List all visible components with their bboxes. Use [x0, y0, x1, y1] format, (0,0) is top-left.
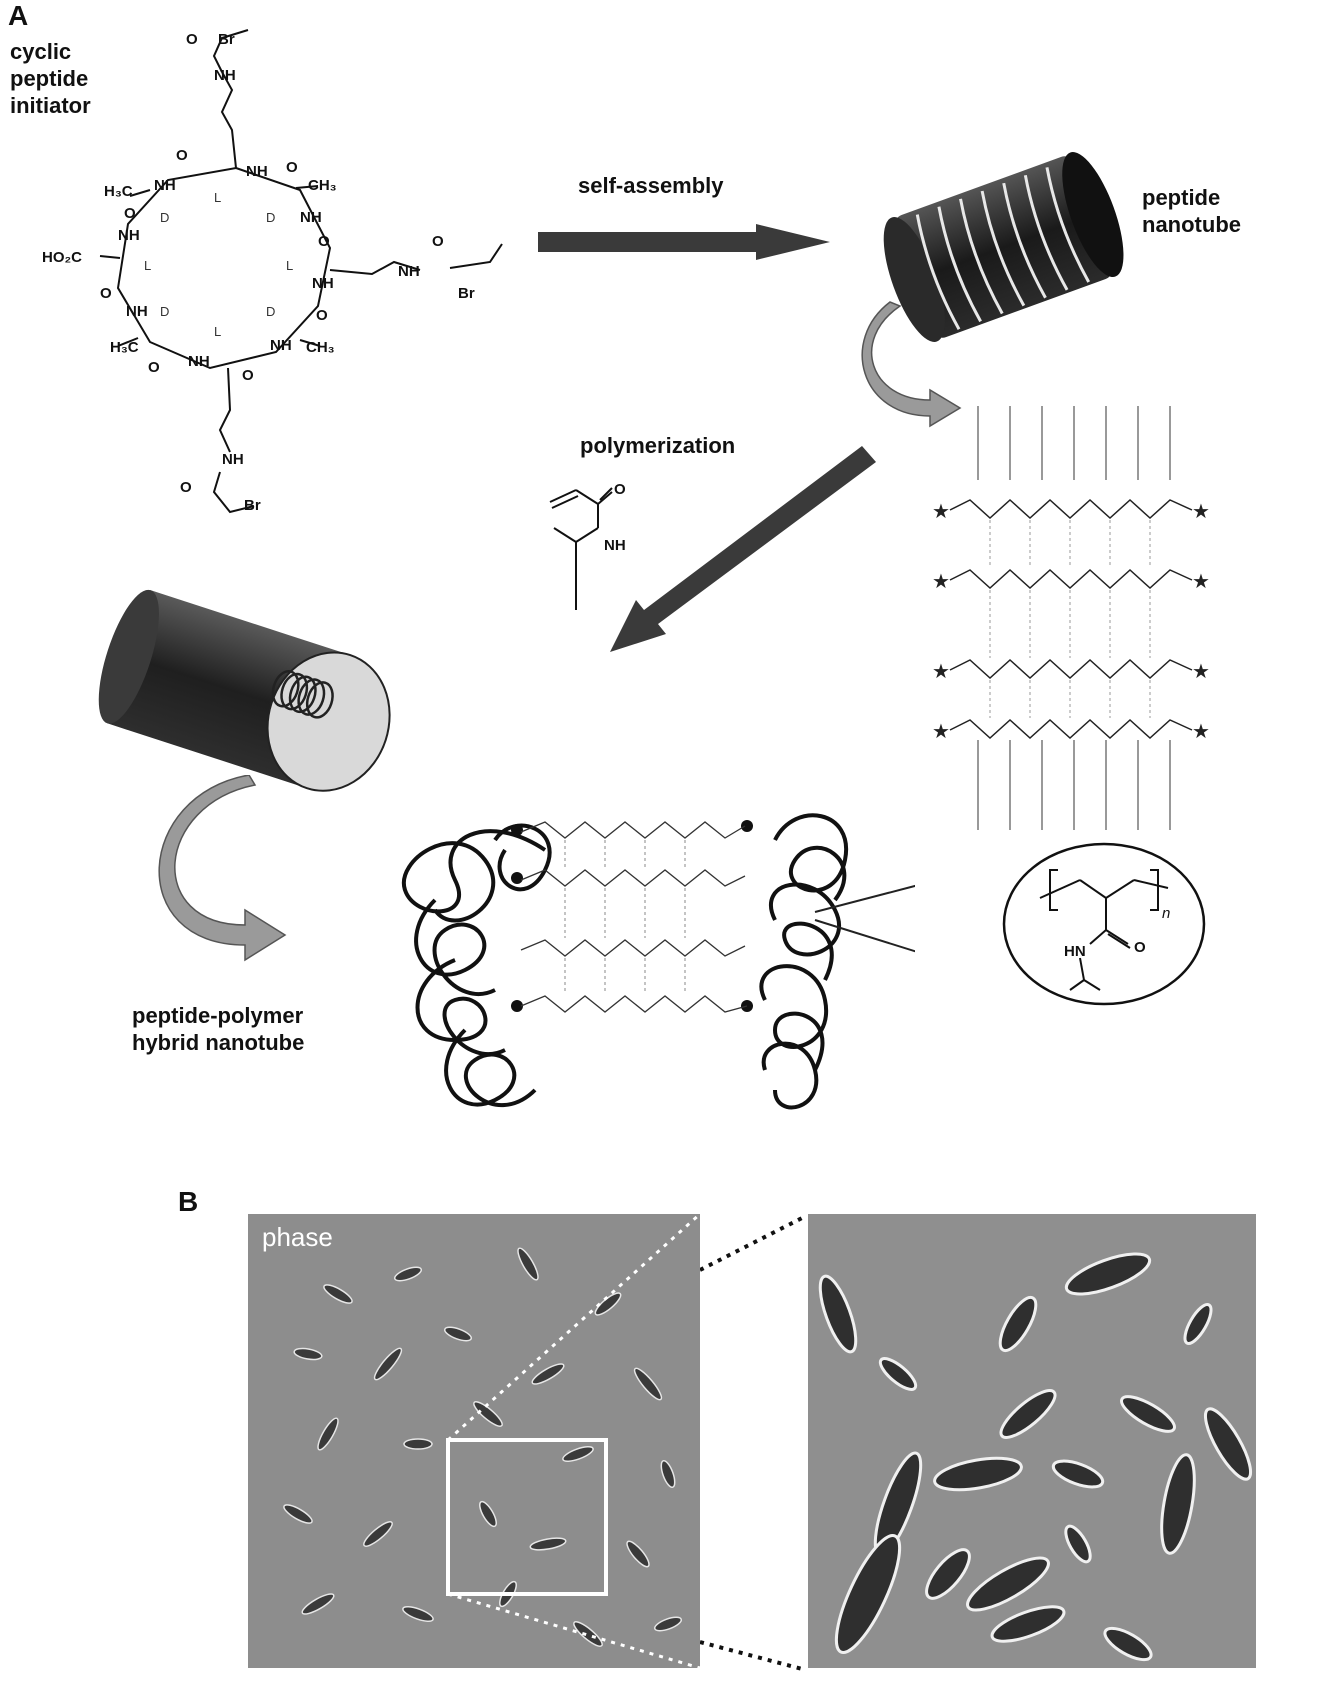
initiator-label-line-2: peptide [10, 66, 89, 91]
monomer-nh: NH [604, 537, 626, 554]
hybrid-label-line-2: hybrid nanotube [132, 1030, 305, 1055]
afm-large-texture [248, 1214, 700, 1668]
chem-o-bottom: O [180, 479, 192, 496]
panel-b-letter: B [178, 1186, 199, 1217]
stereo-label: L [144, 258, 151, 273]
chem-o-ring-8: O [242, 367, 254, 384]
stereo-label: L [286, 258, 293, 273]
chem-nh-right: NH [398, 263, 420, 280]
inset-n-subscript: n [1162, 905, 1170, 922]
stereo-label: D [160, 210, 169, 225]
chem-ch3-1: CH₃ [308, 177, 337, 194]
chem-br-bottom: Br [244, 497, 261, 514]
pnipam-repeat-unit-inset: O HN n [1002, 842, 1206, 1006]
nanotube-label-line-2: nanotube [1142, 212, 1241, 237]
afm-phase-label: phase [262, 1222, 333, 1252]
afm-phase-image-zoom [808, 1214, 1256, 1668]
chem-o-ring-6: O [316, 307, 328, 324]
chem-nh-ring-6: NH [126, 303, 148, 320]
chem-o-ring-1: O [176, 147, 188, 164]
svg-text:★: ★ [932, 501, 950, 523]
hybrid-label-line-1: peptide-polymer [132, 1003, 304, 1028]
chem-ho2c: HO₂C [42, 249, 82, 266]
chem-nh-ring-5: NH [312, 275, 334, 292]
nanotube-label-line-1: peptide [1142, 185, 1221, 210]
chem-o-ring-7: O [148, 359, 160, 376]
stereo-label: L [214, 190, 221, 205]
polymerization-label: polymerization [580, 433, 736, 458]
zoom-connector-lines [700, 1214, 807, 1672]
svg-text:★: ★ [932, 571, 950, 593]
chem-nh-ring-7: NH [270, 337, 292, 354]
inset-hn: HN [1064, 943, 1086, 960]
zoom-region-box [446, 1438, 608, 1596]
initiator-label-line-3: initiator [10, 93, 91, 118]
self-assembly-arrow [538, 224, 830, 260]
inset-o: O [1134, 939, 1146, 956]
chem-o-ring-5: O [100, 285, 112, 302]
hybrid-nanotube-icon [98, 589, 391, 792]
chem-o-ring-3: O [124, 205, 136, 222]
stereo-label: L [214, 324, 221, 339]
svg-text:★: ★ [1192, 661, 1210, 683]
curved-arrow-hybrid [158, 775, 287, 962]
chem-nh-ring-8: NH [188, 353, 210, 370]
chem-o-right: O [432, 233, 444, 250]
nipam-monomer-structure: O NH [549, 481, 626, 610]
chem-h3c-2: H₃C [110, 339, 139, 356]
chem-nh-top: NH [214, 67, 236, 84]
chem-o-top: O [186, 31, 198, 48]
chem-nh-ring-2: NH [246, 163, 268, 180]
cyclic-peptide-structure: Br O NH O NH NH O H₃C CH₃ O NH NH O HO₂C… [42, 29, 503, 514]
nanotube-label: peptide nanotube [1142, 184, 1241, 238]
chem-nh-ring-1: NH [154, 177, 176, 194]
chem-h3c-1: H₃C [104, 183, 133, 200]
stereo-label: D [160, 304, 169, 319]
hybrid-sheet-structure [401, 813, 915, 1110]
svg-text:★: ★ [1192, 501, 1210, 523]
initiator-label: cyclic peptide initiator [10, 38, 91, 119]
hybrid-label: peptide-polymer hybrid nanotube [132, 1002, 304, 1056]
chem-br-top: Br [218, 31, 235, 48]
afm-zoom-texture [808, 1214, 1256, 1668]
panel-a-letter: A [8, 0, 29, 31]
chem-nh-ring-4: NH [118, 227, 140, 244]
stereo-label: D [266, 304, 275, 319]
svg-text:★: ★ [932, 721, 950, 743]
svg-text:★: ★ [932, 661, 950, 683]
monomer-o: O [614, 481, 626, 498]
chem-nh-ring-3: NH [300, 209, 322, 226]
chem-o-ring-4: O [318, 233, 330, 250]
svg-text:★: ★ [1192, 571, 1210, 593]
polymerization-arrow [610, 446, 876, 652]
chem-nh-bottom: NH [222, 451, 244, 468]
chem-o-ring-2: O [286, 159, 298, 176]
stereo-label: D [266, 210, 275, 225]
afm-phase-image-large: phase [248, 1214, 700, 1668]
self-assembly-label: self-assembly [578, 173, 724, 198]
initiator-label-line-1: cyclic [10, 39, 72, 64]
curved-arrow-nanotube [861, 301, 962, 428]
chem-br-right: Br [458, 285, 475, 302]
svg-text:★: ★ [1192, 721, 1210, 743]
stacked-peptide-sheet-top: ★ ★ ★ ★ ★ ★ ★ ★ [932, 406, 1210, 830]
chem-ch3-2: CH₃ [306, 339, 335, 356]
peptide-nanotube-icon [883, 152, 1124, 342]
